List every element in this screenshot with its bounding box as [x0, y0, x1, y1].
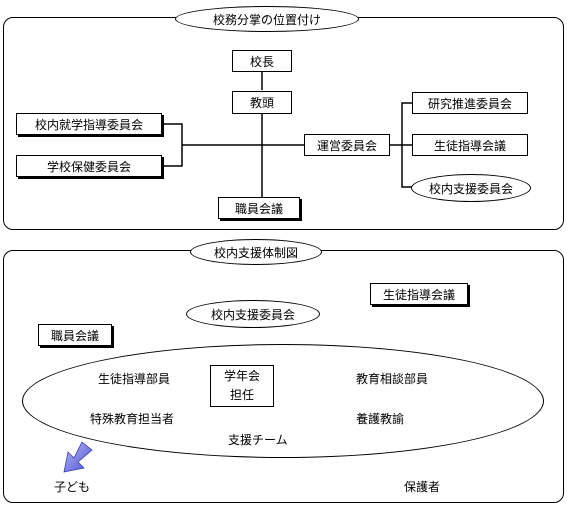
staff-meeting-label: 職員会議 — [234, 201, 283, 216]
grade-meeting-label: 学年会 — [223, 369, 260, 383]
research-committee-label: 研究推進委員会 — [427, 96, 512, 111]
support-team-label: 支援チーム — [228, 433, 288, 447]
support-committee-oval: 校内支援委員会 — [411, 174, 531, 202]
staff-meeting-box-2: 職員会議 — [38, 324, 112, 346]
child-label: 子ども — [54, 480, 91, 494]
guidance-dept-label: 生徒指導部員 — [98, 372, 171, 386]
support-committee-center-oval: 校内支援委員会 — [186, 300, 320, 328]
research-committee-box: 研究推進委員会 — [412, 92, 528, 114]
principal-label: 校長 — [249, 54, 274, 69]
health-committee-label: 学校保健委員会 — [46, 159, 131, 174]
guardian-label: 保護者 — [404, 480, 441, 494]
vice-principal-label: 教頭 — [249, 96, 274, 110]
health-committee-box: 学校保健委員会 — [16, 155, 162, 177]
down-left-arrow-icon — [58, 440, 98, 476]
principal-box: 校長 — [232, 50, 292, 72]
section2-title-text: 校内支援体制図 — [213, 245, 298, 260]
guidance-meeting-box: 生徒指導会議 — [412, 134, 528, 156]
guidance-meeting-label: 生徒指導会議 — [433, 138, 506, 153]
management-committee-box: 運営委員会 — [304, 134, 390, 156]
support-committee-center-label: 校内支援委員会 — [210, 307, 295, 322]
vice-principal-box: 教頭 — [232, 91, 292, 114]
management-committee-label: 運営委員会 — [316, 138, 377, 153]
employment-committee-box: 校内就学指導委員会 — [16, 113, 162, 135]
counseling-dept-label: 教育相談部員 — [356, 372, 429, 386]
guidance-meeting-label-2: 生徒指導会議 — [382, 287, 455, 302]
staff-meeting-box: 職員会議 — [218, 197, 300, 219]
special-ed-label: 特殊教育担当者 — [90, 412, 175, 426]
homeroom-teacher-label: 担任 — [229, 388, 254, 402]
support-committee-label: 校内支援委員会 — [428, 181, 513, 196]
section2-title: 校内支援体制図 — [190, 239, 322, 265]
employment-committee-label: 校内就学指導委員会 — [34, 117, 143, 132]
nurse-teacher-label: 養護教諭 — [356, 412, 405, 426]
section1-title: 校務分掌の位置付け — [175, 6, 359, 32]
staff-meeting-label-2: 職員会議 — [50, 328, 99, 343]
team-ellipse — [22, 344, 544, 458]
guidance-meeting-box-2: 生徒指導会議 — [370, 283, 468, 305]
grade-teacher-box: 学年会 担任 — [210, 365, 274, 407]
section1-title-text: 校務分掌の位置付け — [212, 12, 321, 27]
